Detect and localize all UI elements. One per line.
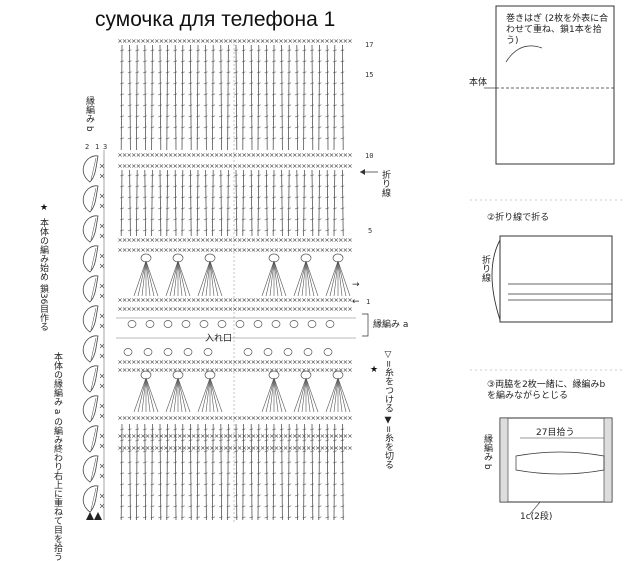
strap-leaf bbox=[82, 455, 99, 483]
step3-bottom-pointer bbox=[529, 501, 541, 515]
step3-text: ③両脇を2枚一緒に、縁編みbを編みながらとじる bbox=[487, 380, 606, 401]
cross-row-4 bbox=[118, 248, 352, 252]
strap-join-label: 本体の縁編み a の編み終わり右上に重ねて目を拾う bbox=[52, 352, 62, 561]
row-number-15: 15 bbox=[365, 71, 374, 79]
strap-leaf bbox=[82, 245, 99, 273]
strap-leaf-chain bbox=[82, 150, 105, 520]
strap-leaf bbox=[82, 185, 99, 213]
row-number-1: 1 bbox=[366, 298, 371, 306]
row-number-10: 10 bbox=[365, 152, 374, 160]
stitch-band-upper bbox=[120, 44, 345, 151]
opening-loop-row-lower bbox=[123, 348, 333, 356]
strap-leaf bbox=[82, 275, 99, 303]
stitch-chart-grid bbox=[118, 39, 352, 521]
stitch-band-lower bbox=[120, 423, 345, 521]
strap-leaf bbox=[82, 155, 99, 183]
strap-dir-3: 3 bbox=[103, 143, 108, 151]
row-number-17: 17 bbox=[365, 41, 374, 49]
row-arrow-right: → bbox=[352, 280, 360, 290]
strap-leaf bbox=[82, 365, 99, 393]
strap-leaf bbox=[82, 425, 99, 453]
step2-text: ②折り線で折る bbox=[487, 213, 550, 223]
step3-edge-b-label: 縁編み b bbox=[482, 434, 492, 470]
cross-row-lower-1 bbox=[118, 360, 352, 364]
page-title: сумочка для телефона 1 bbox=[95, 8, 336, 31]
strap-leaf bbox=[82, 305, 99, 333]
body-start-label: 本体の編み始め 鎖36目作る bbox=[38, 218, 48, 332]
assembly-step-drawings bbox=[470, 5, 625, 515]
opening-loop-row bbox=[127, 320, 335, 328]
step1-text: 巻きはぎ (2枚を外表に合わせて重ね、鎖1本を拾う) bbox=[506, 14, 609, 46]
strap-leaf bbox=[82, 485, 99, 513]
row-number-5: 5 bbox=[368, 227, 373, 235]
step1-callout bbox=[505, 45, 543, 63]
step2-rect bbox=[499, 235, 613, 323]
step1-body-label: 本体 bbox=[469, 78, 488, 88]
cross-row-lower-2 bbox=[118, 368, 352, 372]
fold-line-label: 折り線 bbox=[380, 170, 390, 197]
cross-row-lower-3 bbox=[118, 416, 352, 420]
shell-stitch-rows bbox=[123, 253, 351, 413]
strap-leaf bbox=[82, 335, 99, 363]
opening-label: 入れ口 bbox=[205, 334, 233, 344]
edge-a-bracket bbox=[362, 313, 369, 337]
cross-row-9 bbox=[118, 164, 352, 168]
cross-row-10 bbox=[118, 153, 352, 157]
step3-right-edge bbox=[603, 417, 613, 503]
strap-leaf bbox=[82, 215, 99, 243]
left-strap-label: 縁編み b bbox=[84, 96, 94, 132]
stitch-band-middle bbox=[120, 169, 345, 237]
strap-end-marker-1 bbox=[86, 512, 94, 520]
step3-left-edge bbox=[499, 417, 509, 503]
step1-rect bbox=[495, 5, 615, 165]
row-arrow-left: ← bbox=[352, 297, 360, 307]
cross-row-lower-5 bbox=[118, 446, 352, 450]
shell-row-bottom bbox=[133, 370, 351, 413]
strap-leaf bbox=[82, 395, 99, 423]
star-marker-bottom: ★ bbox=[370, 365, 379, 375]
step3-bottom-label: 1c(2段) bbox=[520, 512, 553, 522]
step2-fold-curve bbox=[491, 239, 501, 321]
strap-dir-2: 2 bbox=[85, 143, 90, 151]
edge-a-label: 縁編み a bbox=[373, 320, 409, 330]
cross-row-1 bbox=[118, 307, 352, 311]
cross-row-lower-4 bbox=[118, 434, 352, 438]
strap-end-marker-2 bbox=[94, 512, 102, 520]
yarn-attach-cut-label: ▽=糸をつける ▼=糸を切る bbox=[383, 350, 393, 469]
crochet-diagram-canvas bbox=[82, 5, 625, 522]
chart-guides bbox=[116, 40, 378, 522]
step2-fold-label: 折り線 bbox=[480, 255, 490, 282]
strap-dir-1: 1 bbox=[95, 143, 100, 151]
cross-row-2 bbox=[118, 298, 352, 302]
star-marker-top: ★ bbox=[40, 203, 49, 213]
shell-row-top bbox=[133, 253, 351, 297]
cross-row-top bbox=[118, 39, 352, 43]
cross-row-5 bbox=[118, 238, 352, 242]
step3-pick-label: 27目拾う bbox=[536, 428, 575, 438]
fold-arrowhead bbox=[360, 169, 365, 175]
step3-flap bbox=[515, 451, 605, 475]
